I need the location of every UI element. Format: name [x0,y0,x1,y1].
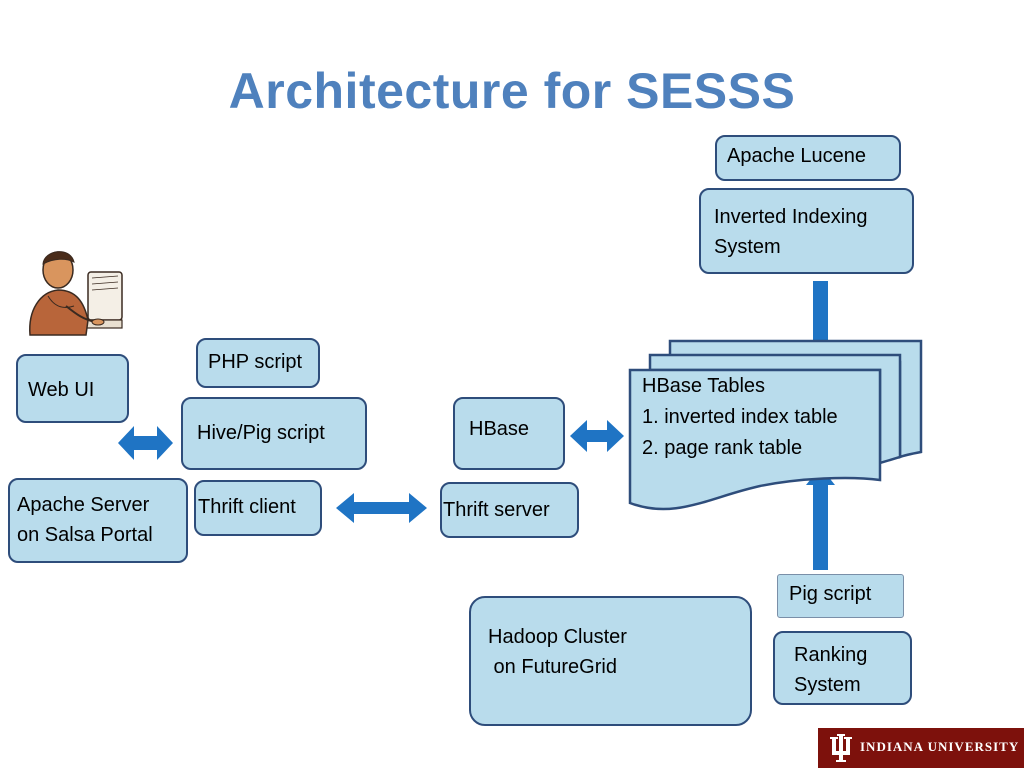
ranking-system-line-1: Ranking [794,644,868,666]
inverted-indexing-line-1: Inverted Indexing [714,206,868,228]
hive-pig-script-label: Hive/Pig script [197,422,325,444]
double-arrow-thrift [336,493,427,523]
double-arrow-webui-hive [118,426,173,460]
person-at-computer-icon [29,251,123,336]
apache-lucene-box: Apache Lucene [715,135,901,181]
apache-lucene-label: Apache Lucene [727,145,867,167]
hbase-box: HBase [453,397,565,470]
thrift-client-box: Thrift client [194,480,322,536]
thrift-client-label: Thrift client [198,496,296,518]
pig-script-box: Pig script [777,574,904,618]
hadoop-cluster-line-2: on FutureGrid [488,656,617,678]
web-ui-label: Web UI [28,379,95,401]
inverted-indexing-box: Inverted Indexing System [699,188,914,274]
double-arrow-hbase-tables [570,420,624,452]
hbase-label: HBase [469,418,530,440]
thrift-server-label: Thrift server [443,499,550,521]
pig-script-label: Pig script [789,583,872,605]
hbase-tables-item-1: 1. inverted index table [642,406,838,428]
hadoop-cluster-line-1: Hadoop Cluster [488,626,627,648]
hbase-tables-document-stack [628,339,923,511]
hbase-tables-item-2: 2. page rank table [642,437,803,459]
ranking-system-box: Ranking System [773,631,912,705]
indiana-university-name: INDIANA UNIVERSITY [860,739,1020,754]
hbase-tables-text: HBase Tables 1. inverted index table 2. … [642,371,838,464]
apache-server-box: Apache Server on Salsa Portal [8,478,188,563]
web-ui-box: Web UI [16,354,129,423]
hadoop-cluster-box: Hadoop Cluster on FutureGrid [469,596,752,726]
indiana-university-logo: INDIANA UNIVERSITY [818,728,1024,768]
inverted-indexing-line-2: System [714,236,781,258]
hive-pig-script-box: Hive/Pig script [181,397,367,470]
indiana-university-trident-icon [830,734,852,762]
thrift-server-box: Thrift server [440,482,579,538]
arrow-up-pigscript-to-tables [806,467,835,570]
hbase-tables-title: HBase Tables [642,375,766,397]
slide-title: Architecture for SESSS [228,63,796,119]
php-script-box: PHP script [196,338,320,388]
ranking-system-line-2: System [794,674,861,696]
apache-server-line-1: Apache Server [17,494,150,516]
php-script-label: PHP script [208,351,303,373]
apache-server-line-2: on Salsa Portal [17,524,153,546]
